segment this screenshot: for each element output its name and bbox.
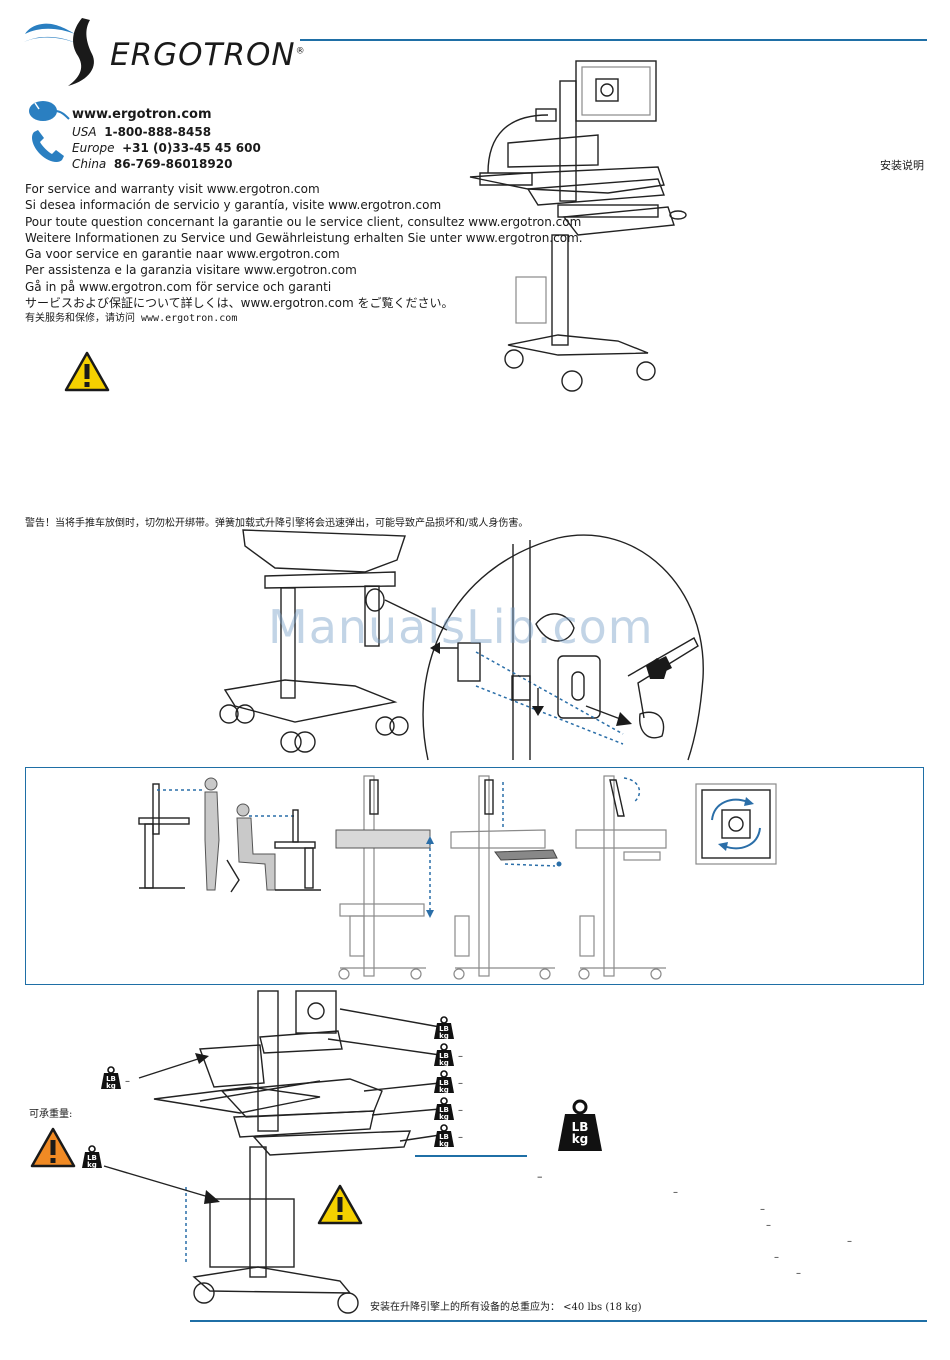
monitor-tilt-illustration [575,775,667,980]
keyboard-tilt-illustration [450,775,562,980]
warning-icon-bottom [317,1184,363,1225]
warning-text: 警告！当将手推车放倒时，切勿松开绑带。弹簧加载式升降引擎将会迅速弹出，可能导致产… [25,518,529,529]
service-line-zh: 有关服务和保修，请访问 www.ergotron.com [25,313,238,325]
service-line-ja: サービスおよび保証について詳しくは、www.ergotron.com をご覧くだ… [25,296,454,311]
ergotron-logo-mark [24,18,94,86]
service-line-de: Weitere Informationen zu Service und Gew… [25,230,583,245]
value-dash-2: – [673,1187,678,1198]
warning-icon [64,351,110,392]
cart-tilted-illustration [219,529,448,753]
weight-icon [101,1066,121,1089]
arrow-to-tray [138,1053,209,1079]
service-line-fr: Pour toute question concernant la garant… [25,214,582,229]
watermark: ManualsLib.com [268,600,654,654]
value-dash-7: – [796,1268,801,1279]
weight-icon [434,1016,454,1039]
service-line-it: Per assistenza e la garanzia visitare ww… [25,263,357,278]
ergonomic-users-illustration [138,777,321,893]
arrow-to-cpu [103,1165,220,1204]
service-lines: For service and warranty visit www.ergot… [25,181,583,328]
weight-icon [434,1097,454,1120]
mouse-icon [29,101,70,121]
total-weight-note: 安装在升降引擎上的所有设备的总重应为： <40 lbs (18 kg) [370,1302,642,1313]
value-dash-4: – [766,1220,771,1231]
value-dash-6: – [774,1252,779,1263]
height-adjust-illustration [335,775,434,980]
capacity-label: 可承重量: [29,1109,73,1120]
weight-icon [434,1124,454,1147]
service-line-es: Si desea información de servicio y garan… [25,198,442,213]
install-title: 安装说明 [880,159,924,172]
weight-icon [558,1099,602,1151]
value-dash-1: – [537,1170,543,1183]
value-dash-3: – [760,1204,765,1215]
hex-key-icon [646,658,668,679]
cart-illustration-top [469,60,687,392]
weight-icon [82,1145,102,1168]
phone-china: China 86-769-86018920 [72,157,233,171]
value-dash-5: – [847,1236,852,1247]
weight-icon [434,1070,454,1093]
cart-bottom-illustration [153,990,441,1314]
phone-icon [32,130,64,162]
phone-europe: Europe +31 (0)33-45 45 600 [72,141,261,155]
weight-icon [434,1043,454,1066]
mid-rule [415,1155,527,1157]
monitor-rotate-illustration [695,783,777,865]
footer-rule [190,1320,927,1322]
brand-name: ERGOTRON® [110,37,306,73]
service-line-nl: Ga voor service en garantie naar www.erg… [25,247,340,262]
website-link[interactable]: www.ergotron.com [72,107,212,122]
ergonomics-panel [25,767,924,985]
header-rule [300,39,927,41]
service-line-en: For service and warranty visit www.ergot… [25,182,320,196]
warning-icon-orange [30,1127,76,1168]
service-line-sv: Gå in på www.ergotron.com för service oc… [25,279,332,294]
phone-usa: USA 1-800-888-8458 [72,125,212,139]
